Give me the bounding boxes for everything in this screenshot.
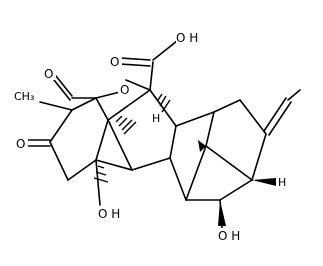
- bond-ringB-4: [131, 157, 171, 171]
- bond-ringC-7: [169, 157, 187, 201]
- label-oh-bottom-left: O H: [98, 207, 120, 221]
- hash-8: [157, 93, 163, 101]
- bond-ringA-1: [95, 97, 109, 121]
- bond-ringC-3: [239, 99, 267, 135]
- label-lactone-o: O: [120, 83, 129, 97]
- bond-methylene-b: [268, 101, 292, 136]
- hash-5: [97, 165, 105, 169]
- bond-acid-c-oh: [152, 44, 173, 61]
- hash-1: [115, 115, 123, 123]
- bond-methylene-a: [263, 97, 287, 132]
- bond-ringA-2: [95, 119, 109, 161]
- hash-7: [93, 177, 109, 183]
- bond-c6-down: [95, 159, 101, 206]
- bond-ringB-3: [169, 125, 177, 159]
- bond-ringB-1: [107, 89, 151, 121]
- label-acid-o: O: [110, 55, 119, 69]
- bond-ringA-3: [71, 97, 97, 111]
- bond-ringA-6: [67, 159, 97, 181]
- bond-ringC-2: [213, 99, 241, 113]
- label-methyl: CH₃: [14, 90, 34, 103]
- bond-methylene-h: [287, 89, 301, 101]
- bond-c6-c5: [95, 159, 133, 171]
- bond-lactone-o-c2: [95, 91, 121, 99]
- bond-lines: [27, 39, 301, 229]
- bond-acid-c-dbl-o-b: [119, 63, 151, 67]
- hash-9: [159, 95, 167, 107]
- hash-3: [121, 119, 133, 131]
- bond-methyl: [39, 101, 73, 111]
- stereo-hashes: [93, 93, 171, 183]
- bond-bridge-3: [185, 145, 207, 201]
- label-lactone-carbonyl-o: O: [44, 67, 53, 81]
- bond-bridge-1: [205, 111, 215, 147]
- label-h-center: H: [152, 112, 160, 125]
- stereo-wedges: [198, 140, 276, 226]
- atom-labels: O H O O O O CH₃ O H O H H H: [14, 30, 286, 243]
- bond-ringC-1: [175, 111, 215, 127]
- wedge-c8: [198, 140, 206, 152]
- bond-ringA-4: [49, 109, 73, 143]
- bond-ringC-4: [251, 133, 267, 181]
- wedge-oh-right: [218, 200, 226, 226]
- wedge-right-h: [252, 178, 276, 186]
- label-acid-oh: O H: [176, 31, 198, 45]
- label-oh-bottom-right: O H: [218, 229, 240, 243]
- bond-bridge-2: [205, 145, 253, 181]
- hash-10: [161, 99, 171, 113]
- hash-4: [123, 121, 137, 135]
- hash-6: [95, 171, 107, 176]
- bond-ringB-5: [107, 119, 133, 171]
- bond-ringA-5: [49, 141, 69, 181]
- bond-acid-c-alpha: [149, 61, 154, 91]
- label-ketone-o: O: [16, 137, 25, 151]
- bond-lactone-o-c: [125, 79, 151, 91]
- bond-ringC-5: [219, 179, 253, 201]
- hash-2: [118, 117, 128, 127]
- bond-acid-c-dbl-o-a: [119, 57, 151, 61]
- bond-lactone-co-2: [53, 79, 71, 101]
- bond-lactone-co: [55, 75, 73, 97]
- label-h-right: H: [278, 176, 286, 189]
- bond-ringB-2: [149, 89, 177, 127]
